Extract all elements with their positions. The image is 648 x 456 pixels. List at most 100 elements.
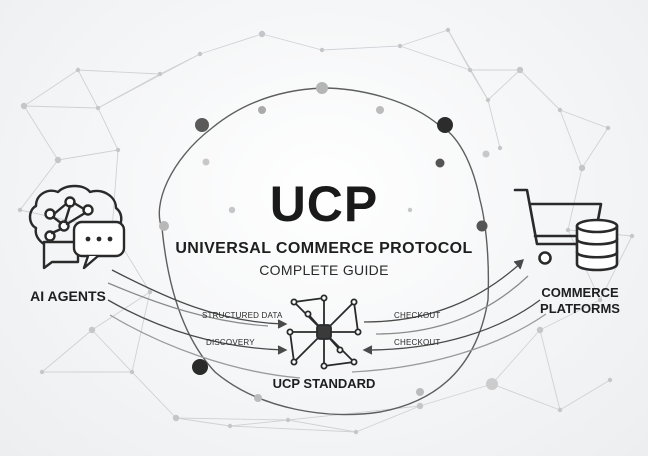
arrow-discovery — [107, 299, 285, 351]
mesh-edge — [355, 405, 421, 433]
mesh-edge — [175, 417, 231, 427]
protocol-ring — [158, 87, 490, 416]
mesh-node — [147, 289, 153, 295]
flow-label-discovery: DISCOVERY — [206, 338, 255, 347]
ring-node — [258, 106, 266, 114]
mesh-node — [197, 51, 203, 57]
mesh-node — [607, 377, 613, 383]
mesh-node — [407, 207, 413, 213]
ring-node — [192, 359, 208, 375]
mesh-edge — [229, 419, 289, 427]
flow-label-structured-data: STRUCTURED DATA — [202, 311, 283, 320]
mesh-node — [172, 414, 180, 422]
mesh-edge — [399, 29, 449, 47]
background-mesh — [19, 29, 633, 433]
ring-node — [416, 388, 424, 396]
mesh-node — [536, 326, 544, 334]
tagline: COMPLETE GUIDE — [259, 262, 389, 278]
ring-node — [254, 394, 262, 402]
brain-outline — [28, 184, 123, 250]
flow-arrows — [107, 259, 547, 379]
arrow-structured-data-head — [277, 319, 288, 329]
mesh-edge — [491, 383, 561, 411]
ring-node — [316, 82, 328, 94]
mesh-edge — [559, 109, 609, 129]
arrow-structured-data — [111, 269, 285, 325]
mesh-node — [20, 102, 28, 110]
mesh-edge — [261, 33, 323, 51]
mesh-edge — [199, 33, 263, 55]
ring-node — [486, 378, 498, 390]
mesh-edge — [287, 405, 421, 421]
mesh-edge — [399, 45, 471, 71]
database-icon — [575, 218, 619, 272]
cart-database-icon — [513, 188, 619, 272]
mesh-node — [485, 97, 491, 103]
hub-node — [350, 298, 358, 306]
arrow-checkout-in-head — [362, 345, 373, 355]
mesh-node — [557, 407, 563, 413]
mesh-edge — [91, 291, 151, 331]
hub-node — [320, 362, 328, 370]
mesh-node — [115, 147, 121, 153]
hub-spoke — [353, 301, 359, 333]
mesh-node — [578, 164, 586, 172]
commerce-platforms-label: COMMERCE PLATFORMS — [515, 285, 645, 317]
mesh-node — [629, 233, 635, 239]
mesh-edge — [97, 107, 119, 151]
ucp-standard-label: UCP STANDARD — [272, 376, 376, 391]
ring-node — [376, 106, 384, 114]
arrow-agents-upper — [107, 282, 269, 327]
mesh-edge — [539, 299, 601, 331]
mesh-edge — [91, 329, 133, 373]
ring-node — [202, 158, 210, 166]
mesh-edge — [469, 69, 489, 101]
mesh-edge — [131, 371, 177, 419]
mesh-edge — [581, 127, 609, 169]
hub-node — [286, 328, 294, 336]
mesh-node — [227, 423, 233, 429]
mesh-node — [75, 67, 81, 73]
arrow-discovery-head — [277, 345, 288, 355]
mesh-edge — [175, 417, 289, 421]
mesh-node — [95, 105, 101, 111]
chat-bubble-back — [42, 240, 80, 270]
arrow-platforms-lower — [351, 313, 547, 373]
mesh-edge — [487, 99, 501, 149]
mesh-edge — [559, 109, 583, 169]
mesh-edge — [111, 149, 119, 231]
hub-spoke — [293, 297, 325, 303]
mesh-node — [285, 417, 291, 423]
hub-node — [350, 358, 358, 366]
flow-label-checkout-out: CHECKOUT — [394, 311, 441, 320]
mesh-edge — [77, 69, 99, 109]
page-title: UCP — [269, 176, 379, 232]
mesh-edge — [559, 379, 611, 411]
mesh-node — [516, 66, 524, 74]
mesh-edge — [57, 149, 119, 161]
ring-node — [435, 158, 445, 168]
mesh-edge — [487, 69, 521, 101]
mesh-node — [557, 107, 563, 113]
mesh-node — [497, 145, 503, 151]
mesh-edge — [23, 69, 79, 107]
mesh-node — [397, 43, 403, 49]
subtitle: UNIVERSAL COMMERCE PROTOCOL — [175, 240, 473, 257]
mesh-node — [353, 429, 359, 435]
mesh-edge — [229, 425, 357, 433]
mesh-node — [228, 206, 236, 214]
arrow-agents-lower — [109, 314, 301, 379]
mesh-edge — [599, 235, 633, 301]
arrow-platforms-upper — [375, 275, 529, 335]
mesh-node — [416, 402, 424, 410]
mesh-node — [605, 125, 611, 131]
commerce-platforms-label-line2: PLATFORMS — [540, 301, 620, 316]
mesh-node — [17, 207, 23, 213]
hub-node — [290, 358, 298, 366]
hub-nodes — [286, 294, 362, 370]
mesh-edge — [419, 383, 493, 407]
hub-node — [304, 310, 312, 318]
mesh-node — [467, 67, 473, 73]
